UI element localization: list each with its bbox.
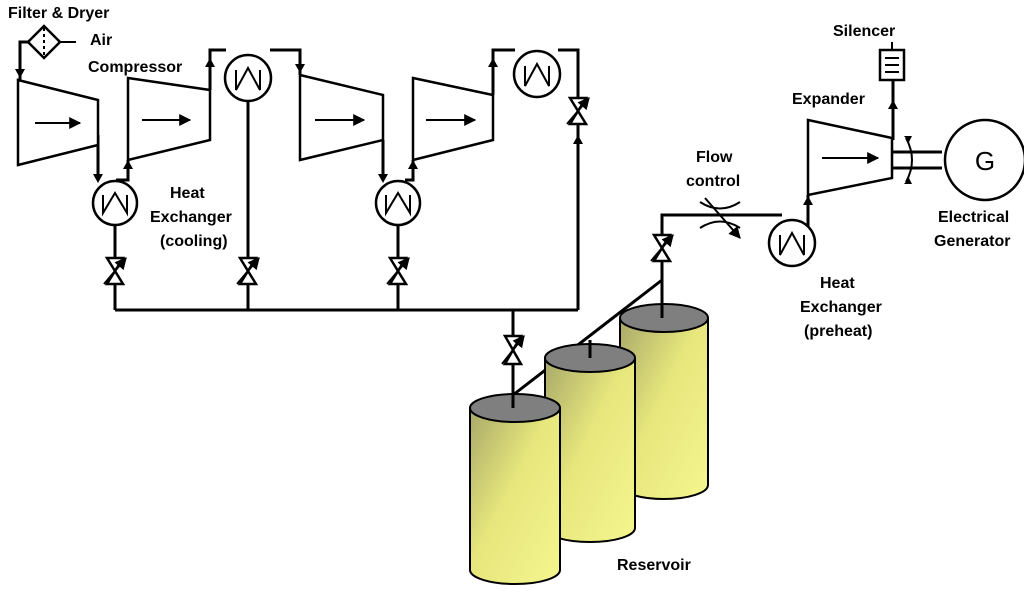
compressor-2-icon [126, 76, 212, 162]
label-expander: Expander [792, 91, 865, 108]
compressor-3-body [298, 73, 385, 162]
pipe-inlet [18, 40, 28, 80]
arrow-expander-outlet [888, 100, 898, 109]
pipe-c2-hx2 [208, 48, 226, 90]
arrow-right-line [573, 135, 583, 144]
arrow-c2-inlet [123, 160, 133, 169]
arrow-c4-inlet [408, 160, 418, 169]
heat-exchanger-2-icon [223, 53, 273, 103]
label-compressor: Compressor [88, 59, 182, 76]
hx4-circle [512, 49, 562, 99]
hx2-coil [235, 65, 261, 91]
rotation-arc [905, 137, 913, 183]
valve-2-icon [236, 256, 260, 286]
arrow-c2-outlet [205, 58, 215, 67]
generator-circle [943, 118, 1024, 202]
flow-control-arrow [704, 197, 741, 239]
tank-1 [469, 393, 561, 585]
flow-control-bottom-arc [699, 220, 741, 229]
compressor-4-icon [411, 76, 495, 162]
label-hx-preheat-line2: Exchanger [800, 299, 882, 316]
expander-icon [806, 118, 913, 197]
arrow-inlet [15, 69, 25, 78]
label-electrical-generator-line1: Electrical [938, 209, 1009, 226]
label-filter-dryer: Filter & Dryer [8, 5, 109, 22]
pipe-hx4-down [558, 48, 580, 310]
hx-preheat-coil [779, 230, 805, 256]
label-hx-cooling-line3: (cooling) [160, 233, 228, 250]
arrow-hx3 [378, 174, 388, 183]
compressor-1-icon [16, 78, 100, 167]
heat-exchanger-preheat-icon [767, 218, 817, 268]
label-hx-preheat-line3: (preheat) [804, 323, 872, 340]
heat-exchanger-3-icon [374, 179, 422, 227]
hx4-coil [524, 61, 550, 87]
generator-icon: G [943, 118, 1024, 202]
valve-4-icon [566, 96, 590, 126]
label-reservoir: Reservoir [617, 557, 691, 574]
label-electrical-generator-line2: Generator [934, 233, 1010, 250]
rotation-arrow-bottom [904, 178, 912, 184]
hx1-circle [91, 179, 139, 227]
flow-control-icon [699, 197, 741, 239]
valve-3-icon [386, 256, 410, 286]
label-hx-cooling-line1: Heat [170, 185, 205, 202]
reservoir-tanks [469, 283, 709, 585]
hx3-circle [374, 179, 422, 227]
arrow-hx1 [93, 174, 103, 183]
label-flow-control-line2: control [686, 173, 740, 190]
arrow-c3-inlet [295, 64, 305, 73]
pipe-discharge [660, 213, 782, 300]
filter-dryer-icon [26, 24, 76, 60]
heat-exchanger-1-icon [91, 179, 139, 227]
label-air: Air [90, 32, 112, 49]
silencer-body [878, 48, 906, 82]
silencer-icon [878, 42, 906, 82]
pipe-hx2-c3 [270, 48, 302, 75]
tank-3 [619, 303, 709, 500]
label-flow-control-line1: Flow [696, 149, 733, 166]
pipe-hx1-c2 [116, 160, 130, 182]
label-hx-preheat-line1: Heat [820, 275, 855, 292]
pipe-c4-hx4 [491, 48, 515, 95]
label-silencer: Silencer [833, 23, 895, 40]
rotation-arrow-top [904, 136, 912, 142]
labels: Filter & Dryer Air Compressor Heat Excha… [8, 5, 1010, 574]
label-hx-cooling-line2: Exchanger [150, 209, 232, 226]
arrow-c4-outlet [488, 58, 498, 67]
compressor-3-icon [298, 73, 385, 162]
valve-1-icon [103, 256, 127, 286]
hx2-circle [223, 53, 273, 103]
generator-symbol: G [975, 146, 995, 176]
heat-exchanger-4-icon [512, 49, 562, 99]
arrow-expander-inlet [803, 196, 813, 205]
pipe-tank-manifold [512, 278, 663, 397]
pipe-arrows [15, 58, 898, 205]
hx1-coil [102, 191, 128, 217]
valve-discharge-icon [650, 233, 674, 263]
valve-reservoir-icon [501, 334, 525, 366]
hx3-coil [385, 191, 411, 217]
hx-preheat-circle [767, 218, 817, 268]
flow-control-top-arc [699, 201, 741, 210]
